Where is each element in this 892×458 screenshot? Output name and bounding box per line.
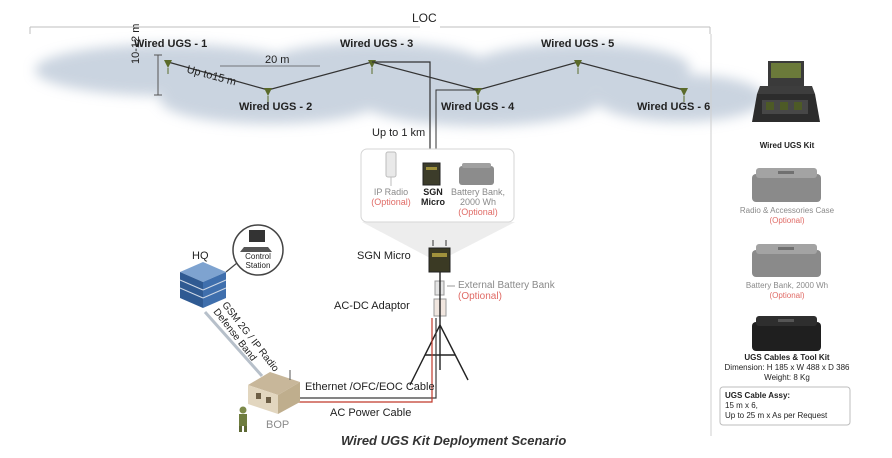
assy-line1: 15 m x 6,	[725, 401, 758, 410]
coverage-zones	[35, 42, 765, 126]
ext-battery-label: External Battery Bank (Optional)	[458, 280, 555, 302]
ethernet-cable	[295, 318, 437, 399]
sidebar-cables-label: UGS Cables & Tool Kit Dimension: H 185 x…	[712, 353, 862, 383]
ip-radio-label: IP Radio (Optional)	[370, 187, 412, 207]
battery-box-line2: 2000 Wh	[459, 197, 497, 207]
bop-building-icon	[248, 370, 300, 414]
cable-assy-text: UGS Cable Assy: 15 m x 6, Up to 25 m x A…	[725, 391, 827, 421]
ip-radio-text: IP Radio	[373, 187, 409, 197]
ugs-label-6: Wired UGS - 6	[637, 101, 711, 113]
tripod	[409, 272, 469, 386]
radio-case-icon	[752, 168, 821, 202]
cables-text: UGS Cables & Tool Kit	[744, 353, 830, 362]
sidebar-kit-label: Wired UGS Kit	[759, 141, 815, 150]
ac-power-cable	[295, 318, 433, 403]
control-station-label: Control Station	[238, 252, 278, 270]
cables-weight: Weight: 8 Kg	[764, 373, 810, 382]
ugs-label-5: Wired UGS - 5	[541, 38, 615, 50]
height-label: 10-12 m	[130, 23, 142, 64]
ac-power-label: AC Power Cable	[330, 407, 412, 419]
height-bracket	[154, 54, 162, 96]
ip-radio-icon	[385, 151, 397, 186]
ugs-label-1: Wired UGS - 1	[134, 38, 208, 50]
soldier-icon	[239, 406, 247, 432]
loc-label: LOC	[412, 11, 437, 25]
battery-box-optional: (Optional)	[458, 207, 498, 217]
control-station-line2: Station	[245, 261, 271, 270]
sidebar-battery-label: Battery Bank, 2000 Wh (Optional)	[712, 281, 862, 301]
radio-case-optional: (Optional)	[769, 216, 805, 225]
sgn-micro-icon	[428, 240, 451, 273]
sgn-micro-small-icon	[422, 162, 441, 186]
sensor-icons	[164, 60, 688, 102]
bop-label: BOP	[266, 419, 290, 431]
assy-line2: Up to 25 m x As per Request	[725, 411, 828, 420]
trunk-cable-2	[435, 89, 478, 165]
loc-bracket	[29, 26, 711, 34]
sgn-micro-label: SGN Micro	[357, 250, 411, 262]
ip-radio-optional: (Optional)	[371, 197, 411, 207]
sgn-box-line1: SGN	[423, 187, 443, 197]
cables-dimension: Dimension: H 185 x W 488 x D 386	[724, 363, 850, 372]
battery-text: Battery Bank, 2000 Wh	[745, 281, 829, 290]
ac-dc-label: AC-DC Adaptor	[334, 300, 410, 312]
hq-label: HQ	[192, 250, 209, 262]
control-station-line1: Control	[245, 252, 271, 261]
assy-title: UGS Cable Assy:	[725, 391, 791, 400]
battery-bank-small-icon	[459, 163, 494, 185]
hq-server-icon	[179, 262, 227, 308]
cable-assy-box	[719, 386, 851, 426]
sgn-box-line2: Micro	[420, 197, 445, 207]
control-station-icon	[225, 224, 284, 276]
diagram-caption: Wired UGS Kit Deployment Scenario	[341, 433, 567, 448]
ugs-cable	[167, 61, 685, 91]
range-label: Up to 1 km	[372, 127, 426, 139]
battery-optional: (Optional)	[769, 291, 805, 300]
ugs-kit-icon	[752, 61, 820, 122]
ethernet-label: Ethernet /OFC/EOC Cable	[305, 381, 435, 393]
spotlight-cone	[362, 222, 515, 258]
sidebar-radio-case-label: Radio & Accessories Case (Optional)	[712, 206, 862, 226]
ugs-label-4: Wired UGS - 4	[441, 101, 515, 113]
external-battery-icon	[434, 280, 455, 296]
ugs-label-2: Wired UGS - 2	[239, 101, 313, 113]
battery-case-icon	[752, 244, 821, 277]
sgn-box-label: SGN Micro	[418, 187, 448, 207]
ext-battery-text: External Battery Bank	[458, 280, 555, 291]
cables-case-icon	[752, 316, 821, 351]
ugs-label-3: Wired UGS - 3	[340, 38, 414, 50]
battery-box-line1: Battery Bank,	[450, 187, 506, 197]
trunk-cable	[372, 61, 431, 165]
ext-battery-optional: (Optional)	[458, 291, 502, 302]
battery-box-label: Battery Bank, 2000 Wh (Optional)	[449, 187, 507, 217]
gsm-link	[203, 311, 264, 377]
spacing-label: 20 m	[265, 54, 290, 66]
radio-case-text: Radio & Accessories Case	[739, 206, 835, 215]
